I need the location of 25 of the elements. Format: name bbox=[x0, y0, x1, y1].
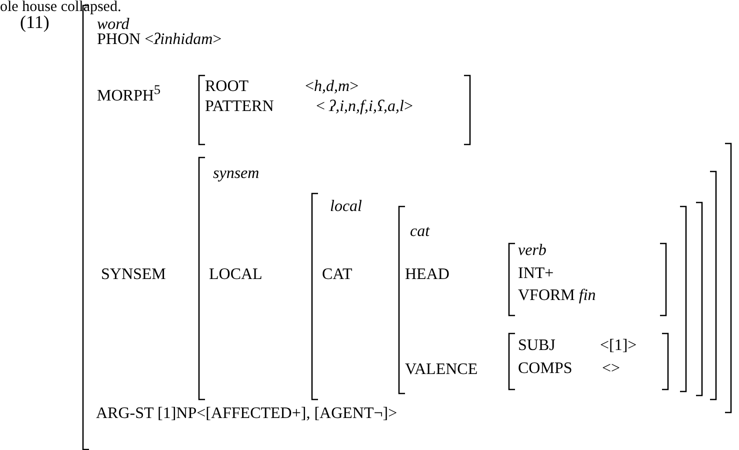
feature-value: <> bbox=[602, 360, 620, 378]
type-label: local bbox=[330, 198, 362, 216]
feature-pair: INT+ bbox=[518, 265, 554, 283]
feature-pair: PHON <ʔinhidam> bbox=[97, 31, 222, 49]
feature-value: < ʔ,i,n,f,i,ʕ,a,l> bbox=[316, 98, 413, 116]
feature-value: <[1]> bbox=[600, 337, 637, 355]
feature-name: VALENCE bbox=[405, 361, 478, 379]
feature-name: PATTERN bbox=[205, 98, 274, 116]
feature-name: CAT bbox=[322, 266, 352, 284]
feature-pair: ARG-ST [1]NP<[AFFECTED+], [AGENT¬]> bbox=[96, 405, 398, 423]
feature-name: ROOT bbox=[205, 78, 249, 96]
type-label: word bbox=[97, 16, 130, 33]
feature-name: COMPS bbox=[518, 360, 572, 378]
feature-name: SUBJ bbox=[518, 337, 556, 355]
example-number: (11) bbox=[20, 14, 50, 31]
feature-value: <h,d,m> bbox=[305, 78, 359, 96]
type-label: synsem bbox=[213, 165, 260, 183]
type-label: verb bbox=[518, 242, 546, 260]
type-label: cat bbox=[410, 223, 430, 241]
feature-name: HEAD bbox=[405, 266, 450, 284]
feature-pair: VFORM fin bbox=[518, 287, 596, 305]
feature-name: LOCAL bbox=[209, 266, 262, 284]
feature-name: MORPH$^{5}$ bbox=[97, 81, 161, 106]
sentence-fragment: ole house collapsed. bbox=[0, 0, 122, 14]
feature-name: SYNSEM bbox=[101, 266, 166, 284]
